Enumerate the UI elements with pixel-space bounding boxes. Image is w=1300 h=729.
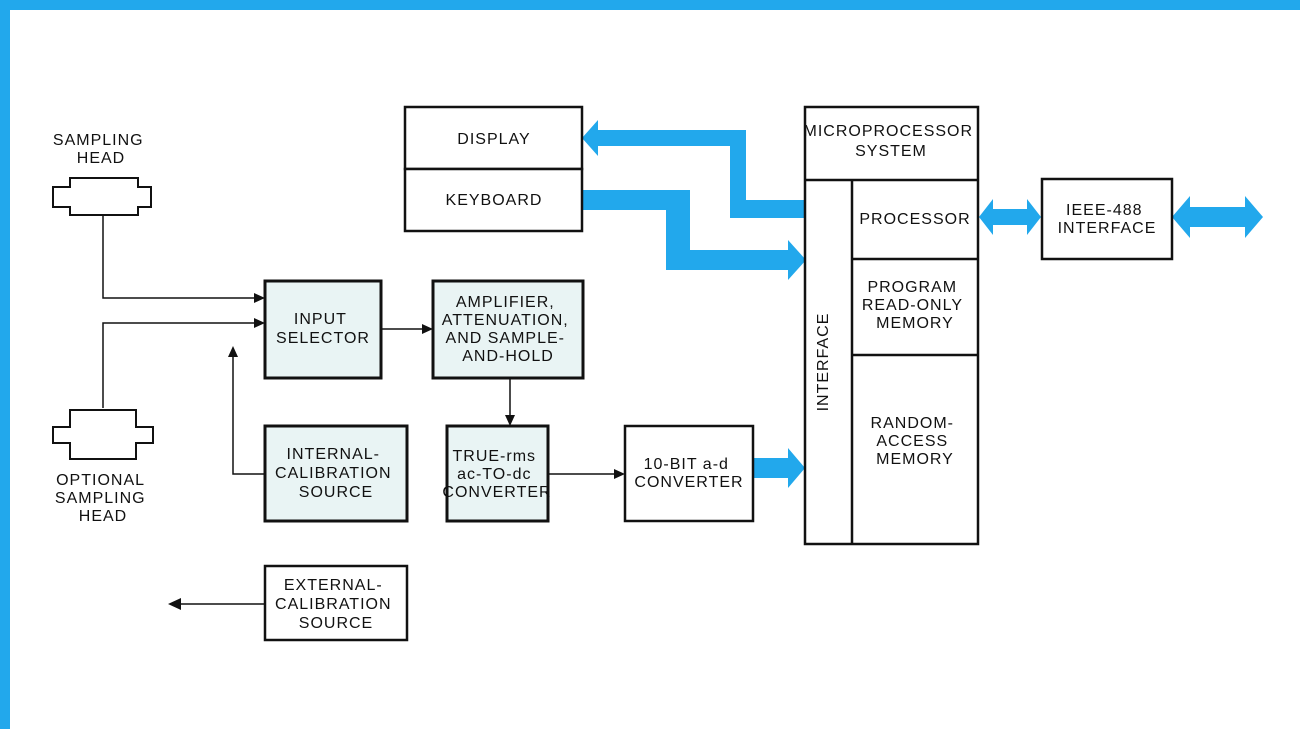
sampling-head-label: SAMPLING HEAD	[53, 132, 149, 167]
wire-arrowheads	[168, 293, 625, 610]
ieee488-interface-block	[1040, 177, 1174, 261]
keyboard-block	[403, 167, 584, 233]
internal-calibration-label: INTERNAL- CALIBRATION SOURCE	[275, 446, 397, 501]
ram-label: RANDOM- ACCESS MEMORY	[871, 415, 960, 468]
page-border-left	[0, 0, 10, 729]
internal-calibration-block	[263, 424, 409, 523]
optional-sampling-head-connector	[52, 409, 154, 460]
wire-sampling-head-to-selector	[102, 215, 257, 299]
wire-internal-cal-to-selector	[232, 354, 264, 475]
sampling-head-connector	[52, 177, 152, 216]
arrowhead-selector-in-1	[254, 293, 265, 303]
optional-sampling-head-label: OPTIONAL SAMPLING HEAD	[55, 472, 151, 525]
bus-keyboard-to-interface	[583, 190, 806, 280]
arrowhead-external-out	[168, 598, 181, 610]
bus-interface-to-display	[582, 120, 805, 218]
input-selector-label: INPUT SELECTOR	[276, 311, 370, 347]
external-calibration-block	[263, 564, 409, 642]
adc-block	[623, 424, 755, 523]
bus-adc-to-interface	[754, 448, 805, 488]
arrowhead-selector-in-2	[254, 318, 265, 328]
wire-optional-head-to-selector	[102, 322, 257, 408]
true-rms-converter-block	[445, 424, 550, 523]
program-rom-label: PROGRAM READ-ONLY MEMORY	[862, 279, 968, 332]
ieee488-label: IEEE-488 INTERFACE	[1058, 202, 1157, 237]
arrowhead-amplifier-in	[422, 324, 433, 334]
page-border-top	[0, 0, 1300, 10]
bus-processor-ieee488	[979, 199, 1041, 235]
data-buses	[582, 120, 1263, 488]
signal-wires	[102, 215, 618, 605]
input-selector-block	[263, 279, 383, 380]
arrowhead-adc-in	[614, 469, 625, 479]
external-calibration-label: EXTERNAL- CALIBRATION SOURCE	[275, 577, 397, 632]
amplifier-label: AMPLIFIER, ATTENUATION, AND SAMPLE- AND-…	[442, 294, 574, 365]
processor-label: PROCESSOR	[859, 211, 970, 228]
interface-label: INTERFACE	[815, 313, 832, 412]
true-rms-converter-label: TRUE-rms ac-TO-dc CONVERTER	[442, 448, 551, 501]
display-label: DISPLAY	[457, 131, 530, 148]
bus-ieee488-external	[1172, 196, 1263, 238]
arrowhead-selector-in-3	[228, 346, 238, 357]
microprocessor-system-label: MICROPROCESSOR SYSTEM	[803, 123, 978, 160]
arrowhead-true-rms-in	[505, 415, 515, 426]
adc-label: 10-BIT a-d CONVERTER	[634, 456, 743, 491]
keyboard-label: KEYBOARD	[446, 192, 543, 209]
amplifier-block	[431, 279, 585, 380]
